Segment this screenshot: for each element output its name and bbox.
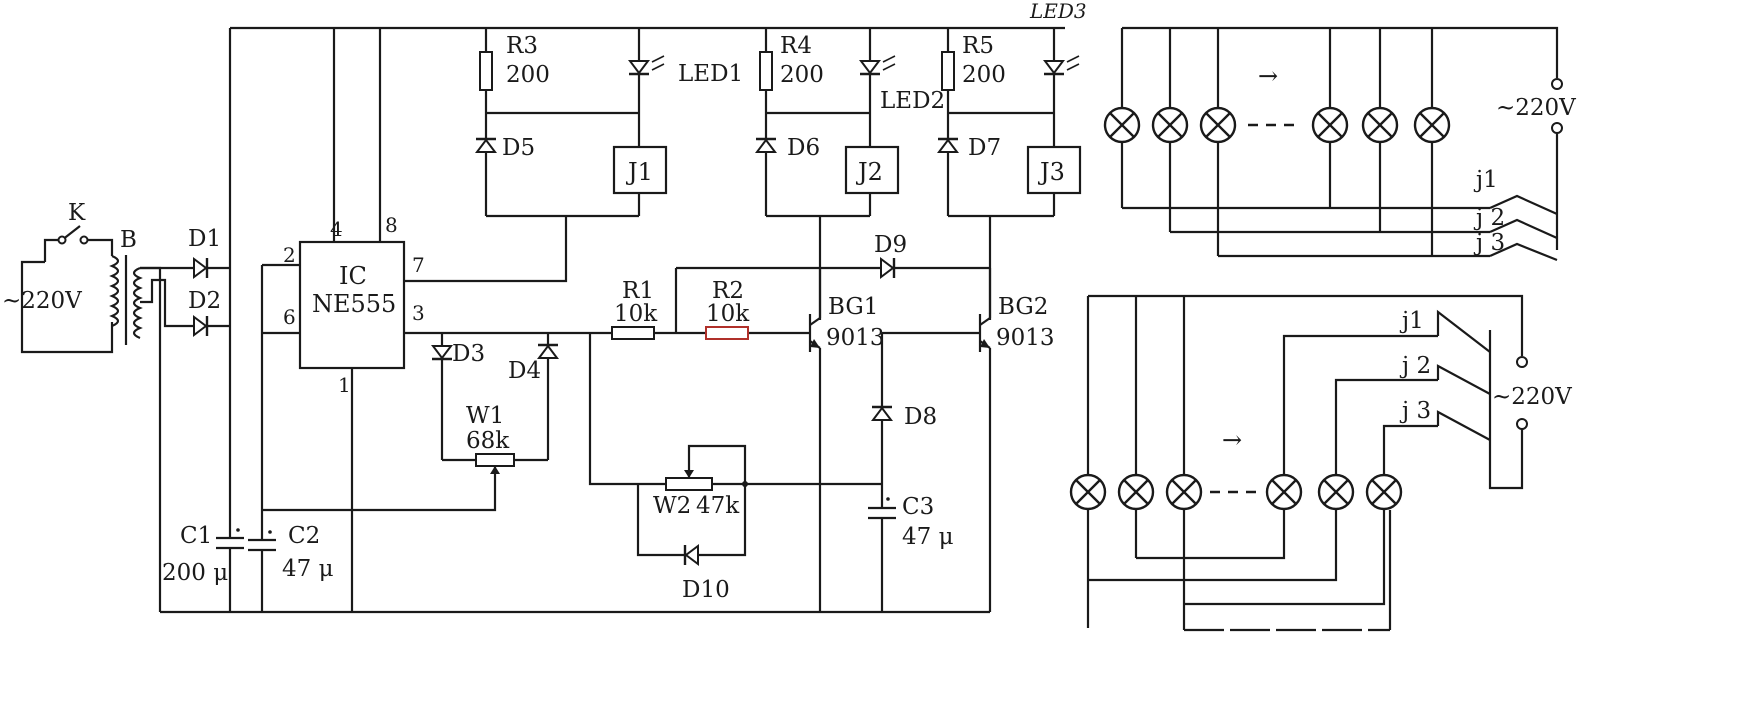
lamp-panel-top: → ~220V j1 j 2 j 3 (1103, 26, 1576, 262)
d10-label: D10 (682, 577, 730, 603)
c2-value: 47 μ (282, 556, 334, 582)
c1-ref: C1 (180, 523, 212, 549)
bg2-ref: BG2 (998, 294, 1048, 320)
relay-branch-1: R3 200 LED1 D5 J1 (474, 28, 743, 218)
j2-label: J2 (855, 158, 883, 186)
bottom-ac-label: ~220V (1492, 384, 1572, 410)
ic-ne555: IC NE555 2 6 4 8 7 3 1 (262, 28, 620, 612)
ac-input-label: ~220V (2, 288, 82, 314)
d1-label: D1 (188, 226, 221, 252)
flow-arrow-bottom: → (1222, 426, 1242, 454)
bottom-contact-j1: j1 (1399, 308, 1424, 334)
top-contact-j2: j 2 (1473, 205, 1505, 231)
c1-value: 200 μ (162, 560, 228, 586)
lamp-icon (1165, 473, 1203, 511)
lamp-icon (1199, 106, 1237, 144)
top-contact-j3: j 3 (1473, 230, 1505, 256)
lamp-icon (1413, 106, 1451, 144)
r5-value: 200 (962, 62, 1006, 88)
bg2-part: 9013 (996, 325, 1055, 351)
r2-value: 10k (706, 301, 750, 327)
d8-label: D8 (904, 404, 937, 430)
pin-4: 4 (330, 217, 343, 241)
led2-label: LED2 (880, 88, 945, 114)
w1-ref: W1 (466, 403, 504, 429)
lamp-icon (1361, 106, 1399, 144)
d5-label: D5 (502, 135, 535, 161)
lamp-icon (1069, 473, 1107, 511)
resistor-r2: R2 10k (676, 278, 810, 340)
j3-label: J3 (1037, 158, 1065, 186)
bg1-part: 9013 (826, 325, 885, 351)
c2-ref: C2 (288, 523, 320, 549)
pin-7: 7 (412, 253, 425, 277)
pin-1: 1 (338, 373, 351, 397)
d2-label: D2 (188, 288, 221, 314)
w1-value: 68k (466, 428, 510, 454)
transistor-bg1: BG1 9013 (808, 268, 885, 612)
rectifier: D1 D2 (180, 226, 230, 338)
transistor-bg2: BG2 9013 (882, 268, 1055, 612)
resistor-r1: R1 10k (611, 278, 676, 340)
d3-label: D3 (452, 341, 485, 367)
lamp-icon (1103, 106, 1141, 144)
pin-6: 6 (283, 305, 296, 329)
timing-network-w2: W2 47k D10 (588, 266, 990, 603)
lamp-icon (1311, 106, 1349, 144)
power-input: K ~220V (2, 200, 114, 354)
pin-2: 2 (283, 243, 296, 267)
lamp-panel-bottom: → ~220V j1 j 2 j 3 (1069, 294, 1572, 632)
w2-value: 47k (696, 493, 740, 519)
diode-d8-capacitor-c3: D8 C3 47 μ (868, 333, 954, 612)
switch-label: K (68, 200, 86, 226)
r4-ref: R4 (780, 33, 812, 59)
flow-arrow-top: → (1258, 62, 1278, 90)
r1-ref: R1 (622, 278, 654, 304)
bottom-contact-j2: j 2 (1399, 353, 1431, 379)
top-contact-j1: j1 (1473, 167, 1498, 193)
r5-ref: R5 (962, 33, 994, 59)
led3-label: LED3 (1029, 0, 1087, 23)
c3-value: 47 μ (902, 524, 954, 550)
lamp-icon (1151, 106, 1189, 144)
rails (160, 26, 1065, 614)
w2-ref: W2 (653, 493, 691, 519)
r1-value: 10k (614, 301, 658, 327)
relay-branch-2: R4 200 LED2 D6 J2 (754, 28, 945, 320)
lamp-icon (1317, 473, 1355, 511)
d7-label: D7 (968, 135, 1001, 161)
d6-label: D6 (787, 135, 820, 161)
transformer: B (109, 227, 180, 612)
led1-label: LED1 (678, 61, 743, 87)
r3-value: 200 (506, 62, 550, 88)
timing-network-w1: D3 D4 W1 68k (262, 333, 560, 512)
diode-d9: D9 (874, 232, 907, 280)
r4-value: 200 (780, 62, 824, 88)
capacitor-c2: C2 47 μ (248, 265, 334, 612)
capacitor-c1: C1 200 μ (162, 523, 244, 586)
top-ac-label: ~220V (1496, 95, 1576, 121)
d9-label: D9 (874, 232, 907, 258)
pin-3: 3 (412, 301, 425, 325)
pin-8: 8 (385, 213, 398, 237)
r2-ref: R2 (712, 278, 744, 304)
c3-ref: C3 (902, 494, 934, 520)
ic-part: NE555 (312, 290, 396, 318)
lamp-icon (1265, 473, 1303, 511)
j1-label: J1 (625, 158, 653, 186)
bottom-contact-j3: j 3 (1399, 398, 1431, 424)
d4-label: D4 (508, 358, 541, 384)
ic-name: IC (339, 262, 367, 290)
lamp-icon (1365, 473, 1403, 511)
r3-ref: R3 (506, 33, 538, 59)
transformer-label: B (120, 227, 137, 253)
bg1-ref: BG1 (828, 294, 878, 320)
lamp-icon (1117, 473, 1155, 511)
relay-branch-3: R5 200 LED3 D7 J3 (936, 0, 1087, 320)
